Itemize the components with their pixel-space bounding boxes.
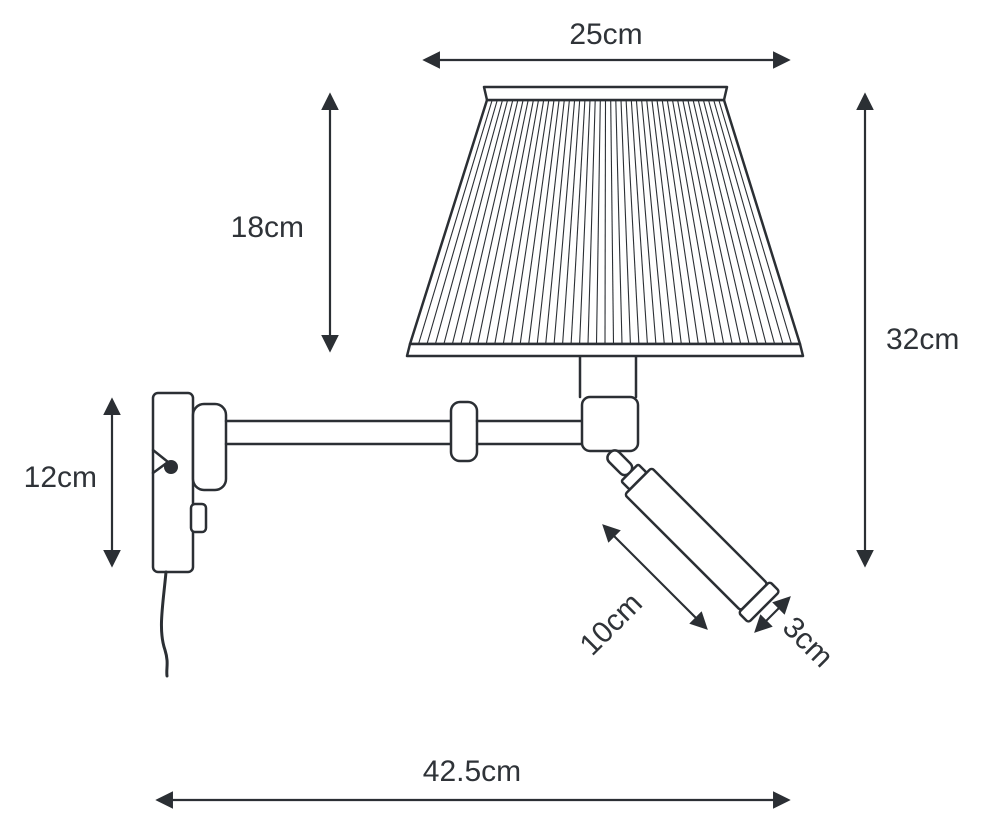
- dim-label-shade-height: 18cm: [231, 211, 304, 244]
- shade-pleats: [417, 99, 793, 345]
- power-switch: [189, 502, 208, 534]
- elbow-joint: [449, 400, 479, 463]
- wall-plate: [151, 391, 195, 574]
- power-cord: [159, 570, 169, 678]
- dim-line-spot-length: [602, 524, 708, 630]
- dim-label-shade-width: 25cm: [569, 18, 642, 51]
- lamp-joint-block: [580, 395, 640, 453]
- dim-label-bracket-height: 12cm: [24, 461, 97, 494]
- dim-label-total-height: 32cm: [886, 323, 959, 356]
- dim-label-spot-length: 10cm: [574, 587, 649, 662]
- wall-hinge-joint: [191, 402, 228, 492]
- dim-line-spot-diameter: [754, 596, 791, 633]
- pivot-dot: [164, 460, 178, 474]
- lampshade: [405, 85, 805, 358]
- dim-label-spot-diameter: 3cm: [776, 611, 839, 674]
- dim-label-total-width: 42.5cm: [423, 755, 521, 788]
- shade-top-band: [482, 85, 729, 102]
- swing-arm: [224, 400, 585, 463]
- spot-body: [624, 467, 768, 611]
- shade-bottom-rim: [405, 342, 805, 358]
